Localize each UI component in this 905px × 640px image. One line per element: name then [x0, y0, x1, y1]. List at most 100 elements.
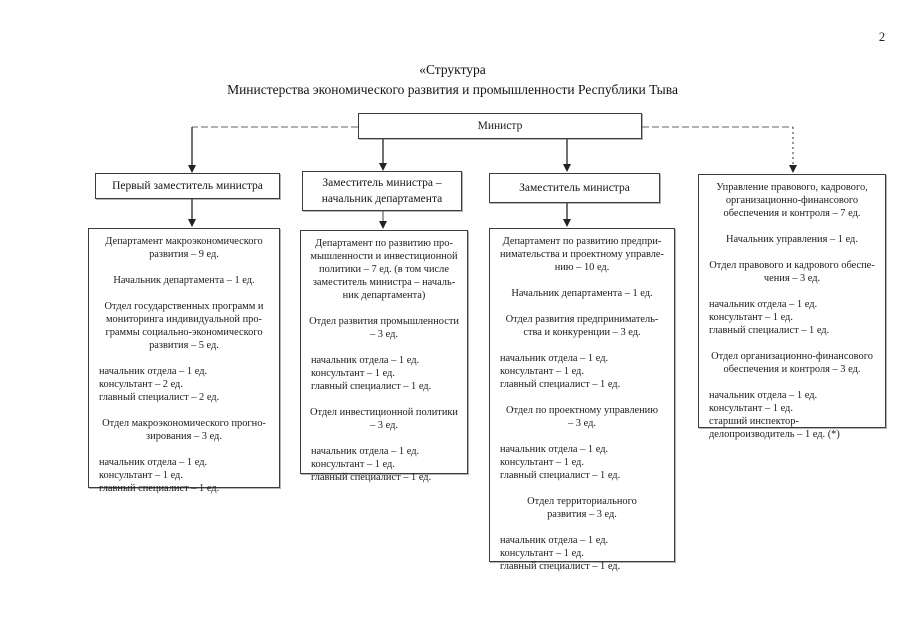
org-text-line — [305, 302, 463, 315]
org-text-line: консультант – 1 ед. — [500, 548, 584, 559]
org-text-line — [93, 404, 275, 417]
org-text-line: нимательства и проектному управле- — [500, 249, 664, 260]
org-text-line: начальник отдела – 1 ед. — [709, 299, 818, 310]
org-text-line — [305, 341, 463, 354]
org-text-line — [305, 432, 463, 445]
org-text-line — [703, 246, 881, 259]
org-text-line: главный специалист – 1 ед. — [99, 483, 220, 494]
org-text-line: консультант – 1 ед. — [99, 470, 183, 481]
page-title: «Структура Министерства экономического р… — [0, 60, 905, 100]
org-text-line: зирования – 3 ед. — [146, 431, 222, 442]
org-text-line: Первый заместитель министра — [112, 180, 263, 192]
org-text-line: главный специалист – 1 ед. — [709, 325, 830, 336]
org-text-line — [494, 430, 670, 443]
org-text-line: консультант – 1 ед. — [311, 459, 395, 470]
org-text-line — [494, 300, 670, 313]
org-text-line: политики – 7 ед. (в том числе — [319, 264, 449, 275]
first-deputy-minister-box: Первый заместитель министра — [95, 173, 280, 199]
org-text-line: начальник отдела – 1 ед. — [709, 390, 818, 401]
org-text-line: главный специалист – 1 ед. — [500, 470, 621, 481]
org-text-line: главный специалист – 2 ед. — [99, 392, 220, 403]
org-text-line — [494, 482, 670, 495]
org-text-line — [494, 339, 670, 352]
org-text-line: главный специалист – 1 ед. — [311, 472, 432, 483]
org-text-line: ник департамента) — [342, 290, 426, 301]
org-text-line: Отдел развития промышленности — [309, 316, 459, 327]
industry-investment-policy-dept-box: Департамент по развитию про-мышленности … — [300, 230, 468, 483]
org-text-line: начальник отдела – 1 ед. — [99, 366, 208, 377]
org-text-line: граммы социально-экономического — [105, 327, 263, 338]
org-text-line: Департамент по развитию про- — [315, 238, 453, 249]
org-text-line: Департамент макроэкономического — [105, 236, 263, 247]
entrepreneurship-project-mgmt-dept-box: Департамент по развитию предпри-ниматель… — [489, 228, 675, 572]
org-text-line — [494, 274, 670, 287]
org-text-line: Отдел развития предприниматель- — [505, 314, 659, 325]
org-text-line: главный специалист – 1 ед. — [311, 381, 432, 392]
org-text-line: консультант – 1 ед. — [500, 457, 584, 468]
org-text-line: делопроизводитель – 1 ед. (*) — [709, 429, 840, 440]
org-text-line: консультант – 1 ед. — [500, 366, 584, 377]
org-text-line: – 3 ед. — [370, 329, 398, 340]
org-text-line: Отдел организационно-финансового — [711, 351, 873, 362]
org-text-line: – 3 ед. — [568, 418, 596, 429]
org-text-line — [703, 376, 881, 389]
page-number: 2 — [878, 30, 886, 44]
org-text-line: Начальник департамента – 1 ед. — [113, 275, 255, 286]
org-text-line: – 3 ед. — [370, 420, 398, 431]
org-text-line: развития – 5 ед. — [149, 340, 219, 351]
org-text-line: консультант – 1 ед. — [709, 403, 793, 414]
org-text-line: консультант – 1 ед. — [311, 368, 395, 379]
org-text-line: Отдел по проектному управлению — [505, 405, 659, 416]
org-text-line: Управление правового, кадрового, — [716, 182, 868, 193]
org-text-line — [494, 391, 670, 404]
deputy-minister-box: Заместитель министра — [489, 173, 660, 203]
org-text-line: чения – 3 ед. — [763, 273, 821, 284]
org-text-line: обеспечения и контроля – 3 ед. — [723, 364, 861, 375]
org-text-line: консультант – 1 ед. — [709, 312, 793, 323]
org-text-line: Отдел государственных программ и — [104, 301, 264, 312]
org-text-line: мониторинга индивидуальной про- — [105, 314, 262, 325]
title-line-2: Министерства экономического развития и п… — [227, 82, 678, 97]
org-text-line — [93, 287, 275, 300]
org-text-line — [703, 220, 881, 233]
org-text-line: развития – 9 ед. — [149, 249, 219, 260]
org-text-line: организационно-финансового — [725, 195, 859, 206]
org-text-line: Заместитель министра – — [322, 177, 442, 189]
org-text-line: начальник департамента — [321, 193, 443, 205]
org-text-line: начальник отдела – 1 ед. — [311, 446, 420, 457]
title-line-1: «Структура — [419, 62, 486, 77]
minister-box: Министр — [358, 113, 642, 139]
org-text-line — [305, 393, 463, 406]
org-text-line — [93, 261, 275, 274]
org-text-line: Заместитель министра — [519, 182, 630, 194]
org-text-line: начальник отдела – 1 ед. — [500, 535, 609, 546]
org-text-line: Отдел правового и кадрового обеспе- — [709, 260, 875, 271]
org-text-line: начальник отдела – 1 ед. — [99, 457, 208, 468]
org-text-line: Начальник управления – 1 ед. — [726, 234, 858, 245]
org-text-line: главный специалист – 1 ед. — [500, 379, 621, 390]
org-text-line: нию – 10 ед. — [554, 262, 610, 273]
org-text-line — [703, 285, 881, 298]
org-text-line: развития – 3 ед. — [547, 509, 617, 520]
org-text-line: Департамент по развитию предпри- — [502, 236, 662, 247]
macroeconomic-development-dept-box: Департамент макроэкономического развития … — [88, 228, 280, 494]
org-text-line: мышленности и инвестиционной — [310, 251, 458, 262]
deputy-minister-dept-head-box: Заместитель министра – начальник департам… — [302, 171, 462, 211]
legal-hr-finance-control-admin-box: Управление правового, кадрового, организа… — [698, 174, 886, 440]
org-text-line: заместитель министра – началь- — [312, 277, 456, 288]
org-text-line: Отдел макроэкономического прогно- — [102, 418, 266, 429]
org-text-line: Отдел территориального — [527, 496, 637, 507]
org-text-line: начальник отдела – 1 ед. — [500, 444, 609, 455]
org-text-line: начальник отдела – 1 ед. — [311, 355, 420, 366]
org-text-line: Начальник департамента – 1 ед. — [511, 288, 653, 299]
org-text-line: консультант – 2 ед. — [99, 379, 183, 390]
org-text-line: ства и конкуренции – 3 ед. — [523, 327, 641, 338]
org-text-line: Отдел инвестиционной политики — [309, 407, 458, 418]
org-text-line — [93, 352, 275, 365]
org-text-line — [93, 443, 275, 456]
org-text-line — [494, 521, 670, 534]
minister-label: Министр — [477, 120, 523, 132]
org-text-line: обеспечения и контроля – 7 ед. — [723, 208, 861, 219]
org-text-line — [703, 337, 881, 350]
